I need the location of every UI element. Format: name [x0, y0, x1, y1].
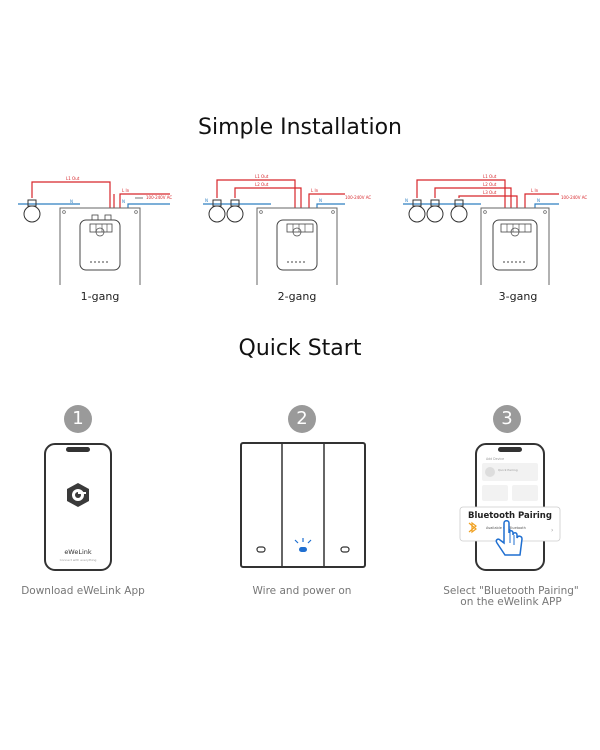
quickstart-title: Quick Start: [238, 336, 362, 361]
bulb-icon: [408, 199, 426, 223]
svg-text:›: ›: [551, 527, 553, 534]
svg-text:L2 Out: L2 Out: [483, 182, 497, 187]
svg-text:N: N: [319, 198, 322, 203]
svg-text:Connect with everything: Connect with everything: [60, 558, 97, 562]
svg-text:N: N: [405, 198, 408, 203]
bulb-icon: [23, 199, 41, 223]
svg-text:N: N: [537, 198, 540, 203]
step-3-caption: Select "Bluetooth Pairing" on the eWelin…: [443, 585, 579, 608]
step-2-badge: 2: [288, 405, 316, 433]
bluetooth-icon: [468, 521, 477, 534]
svg-text:L1 Out: L1 Out: [255, 174, 269, 179]
gang-label-3: 3-gang: [498, 290, 538, 303]
hand-pointer-icon: [495, 520, 523, 556]
svg-text:L1 Out: L1 Out: [66, 176, 80, 181]
gang-label-1: 1-gang: [80, 290, 120, 303]
svg-text:N: N: [70, 199, 73, 204]
svg-text:L3 Out: L3 Out: [483, 190, 497, 195]
installation-title: Simple Installation: [198, 115, 402, 140]
step-1-caption: Download eWeLink App: [21, 585, 145, 597]
svg-text:Add Device: Add Device: [486, 457, 504, 461]
bulb-icon: [426, 199, 444, 223]
svg-text:N: N: [205, 198, 208, 203]
switch-panel-3-gang-icon: [240, 442, 366, 568]
phone-ewelink-icon: eWeLink Connect with everything: [44, 443, 112, 571]
gang-label-2: 2-gang: [277, 290, 317, 303]
step-2-caption: Wire and power on: [252, 585, 352, 597]
bulb-icon: [208, 199, 226, 223]
ewelink-logo-icon: [67, 483, 89, 507]
svg-text:100-240V AC: 100-240V AC: [561, 195, 587, 200]
svg-text:100-240V AC: 100-240V AC: [345, 195, 371, 200]
wiring-diagram-2-gang: L1 Out L2 Out L In 100-240V AC N N: [203, 174, 371, 285]
svg-text:L In: L In: [122, 188, 130, 193]
bulb-icon: [450, 199, 468, 223]
step-3-badge: 3: [493, 405, 521, 433]
svg-text:eWeLink: eWeLink: [64, 548, 92, 556]
svg-text:L2 Out: L2 Out: [255, 182, 269, 187]
svg-text:L In: L In: [311, 188, 319, 193]
svg-text:L1 Out: L1 Out: [483, 174, 497, 179]
svg-text:Quick Pairing: Quick Pairing: [498, 468, 518, 472]
svg-text:Bluetooth Pairing: Bluetooth Pairing: [468, 511, 552, 521]
svg-text:L In: L In: [531, 188, 539, 193]
svg-text:100-240V AC: 100-240V AC: [146, 195, 172, 200]
svg-text:N: N: [122, 199, 125, 204]
wiring-diagram-3-gang: L1 Out L2 Out L3 Out L In 100-240V AC N …: [403, 174, 587, 285]
phone-bluetooth-pairing-icon: Add Device Quick Pairing Bluetooth Pairi…: [459, 443, 561, 571]
step-1-badge: 1: [64, 405, 92, 433]
bulb-icon: [226, 199, 244, 223]
wiring-diagram-1-gang: N N L1 Out L In 100-240V AC: [18, 176, 172, 285]
